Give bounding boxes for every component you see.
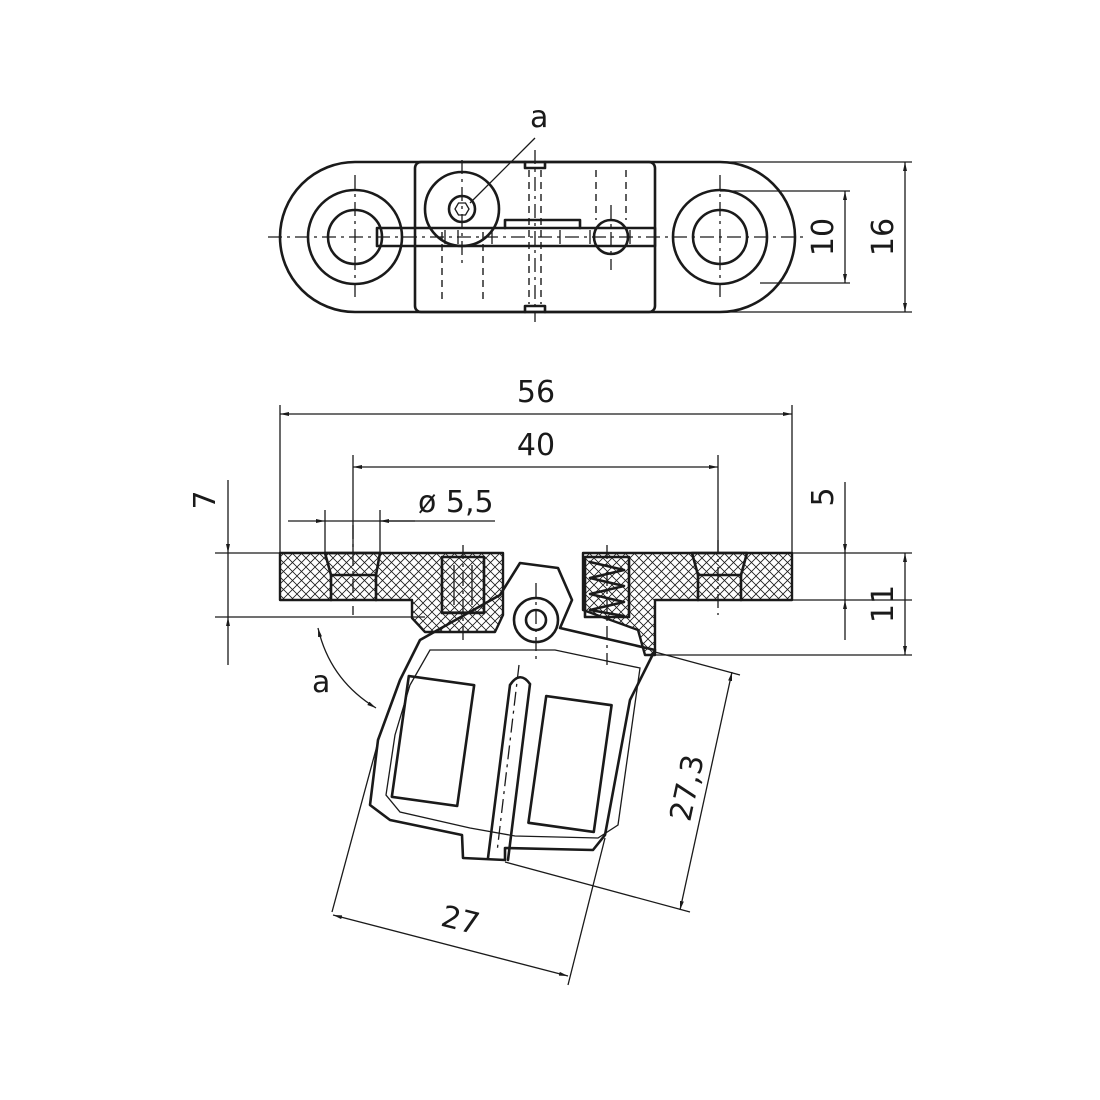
top-view: a 10 16 [268, 100, 912, 322]
compression-spring [588, 560, 626, 618]
countersink-holes [329, 573, 743, 602]
left-vertical-extension-lines [215, 552, 425, 618]
right-vertical-extension-lines [655, 552, 912, 656]
latch-clip-left-window [390, 674, 476, 808]
dim-clip-width-line [332, 914, 569, 977]
callout-a-arc-side [317, 627, 377, 709]
callout-a-label-top: a [530, 100, 548, 135]
dim-overall-width-value: 16 [866, 218, 901, 256]
side-view-centerlines [352, 525, 719, 853]
dim-clip-height-line [679, 671, 733, 911]
dim-overall-length-value: 56 [517, 375, 555, 410]
callout-a-label-side: a [312, 665, 330, 700]
dim-total-height-value: 11 [866, 585, 901, 623]
dim-clip-height-value: 27,3 [664, 752, 712, 825]
latch-plate-step [503, 218, 582, 230]
latch-clip-body [368, 561, 657, 862]
base-plate-left-section [278, 551, 505, 634]
dim-hole-diameter-value: ø 5,5 [418, 485, 494, 520]
side-view: 56 40 ø 5,5 7 5 11 a 27,3 27 [188, 375, 912, 986]
width-extension-lines [720, 161, 912, 313]
top-view-centerlines [268, 150, 805, 322]
latch-clip-right-window [527, 694, 613, 834]
callout-a-leader-top [469, 137, 536, 204]
set-screw-hex-socket [454, 202, 470, 216]
dim-hole-spacing-value: 40 [517, 428, 555, 463]
dim-counterbore-value: 5 [806, 487, 841, 506]
latch-clip-centre-slot [486, 675, 532, 862]
dim-clip-width-value: 27 [438, 899, 484, 942]
dim-thickness-value: 7 [188, 490, 223, 509]
horizontal-extension-lines [279, 405, 793, 553]
dim-inner-width-value: 10 [806, 218, 841, 256]
slanted-extension-lines [331, 651, 741, 986]
